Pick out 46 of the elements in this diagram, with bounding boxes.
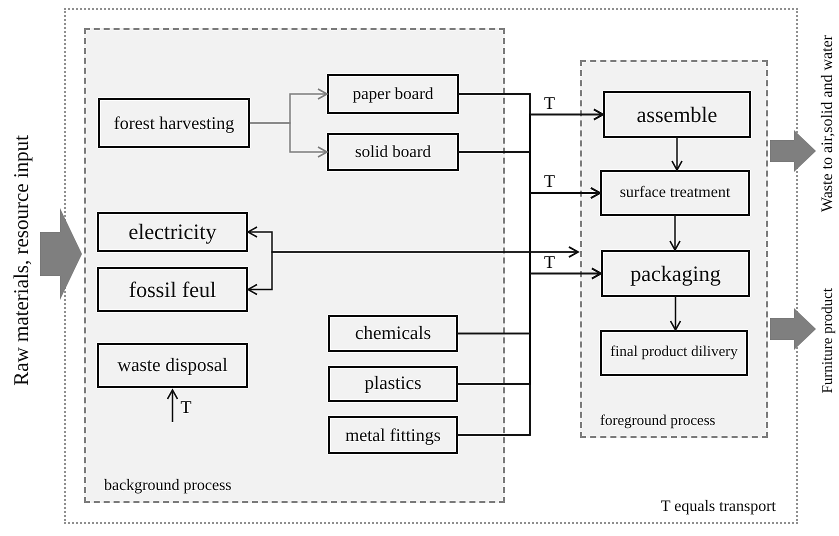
flow-label: Raw materials, resource input: [8, 134, 34, 386]
process-box: [97, 212, 248, 252]
box-label: assemble: [636, 102, 718, 126]
arrow: [250, 122, 328, 158]
region-label: foreground process: [600, 413, 716, 430]
process-box: [97, 267, 248, 312]
process-region: [580, 60, 768, 438]
arrow: [247, 246, 579, 296]
box-label: paper board: [352, 85, 434, 103]
process-region: [84, 28, 505, 503]
block-arrow: [40, 208, 82, 300]
box-label: surface treatment: [618, 184, 732, 202]
box-label: forest harvesting: [112, 114, 236, 132]
arrow: [458, 268, 602, 436]
process-box: [327, 133, 459, 171]
box-label: metal fittings: [344, 426, 442, 444]
process-box: [328, 366, 458, 402]
process-box: [600, 330, 748, 376]
block-arrow: [770, 308, 816, 350]
box-label: packaging: [629, 262, 722, 286]
flow-label: Furniture product: [820, 288, 836, 394]
arrow: [166, 389, 178, 422]
box-label: solid board: [354, 143, 432, 161]
box-label: fossil feul: [128, 278, 218, 302]
note-text: T equals transport: [660, 498, 776, 516]
box-label: final product dilivery: [609, 345, 739, 361]
process-box: [603, 91, 751, 138]
box-label: electricity: [128, 220, 218, 244]
process-box: [601, 250, 750, 297]
process-box: [600, 170, 750, 216]
process-box: [328, 315, 458, 352]
process-box: [327, 74, 459, 114]
edge-label: T: [178, 398, 194, 416]
arrow: [671, 138, 683, 171]
box-label: waste disposal: [116, 356, 229, 376]
arrow: [670, 297, 682, 331]
block-arrow: [770, 130, 816, 172]
box-label: plastics: [364, 374, 422, 394]
box-label: chemicals: [354, 324, 432, 344]
process-box: [328, 416, 458, 454]
flow-label: Waste to air,solid and water: [819, 35, 837, 213]
arrow: [669, 216, 681, 251]
process-box: [98, 98, 250, 148]
edge-label: T: [542, 172, 557, 190]
process-box: [97, 343, 248, 388]
region-label: background process: [104, 477, 232, 495]
